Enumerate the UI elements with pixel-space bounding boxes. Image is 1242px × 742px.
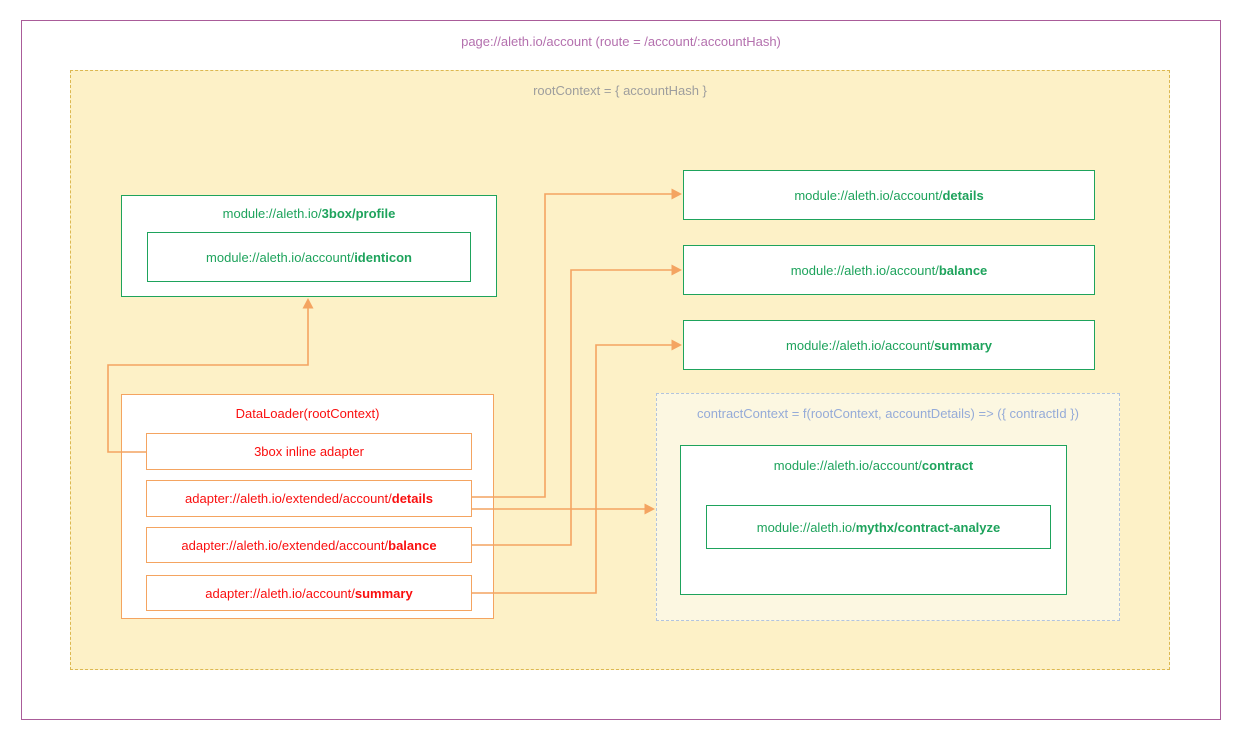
adapter-label: 3box inline adapter (254, 444, 364, 459)
adapter-box-balance: adapter://aleth.io/extended/account/bala… (146, 527, 472, 563)
mythx-module-label: module://aleth.io/mythx/contract-analyze (756, 519, 1001, 535)
summary-module-label: module://aleth.io/account/summary (786, 337, 992, 353)
page-route-title: page://aleth.io/account (route = /accoun… (461, 34, 781, 49)
data-loader-title: DataLoader(rootContext) (235, 406, 380, 421)
root-context-label: rootContext = { accountHash } (533, 83, 707, 98)
adapter-label: adapter://aleth.io/account/summary (205, 585, 413, 601)
adapter-box-details: adapter://aleth.io/extended/account/deta… (146, 480, 472, 517)
details-module-label: module://aleth.io/account/details (794, 187, 984, 203)
details-module-box: module://aleth.io/account/details (683, 170, 1095, 220)
contract-module-label: module://aleth.io/account/contract (773, 458, 974, 473)
adapter-box-3box-inline: 3box inline adapter (146, 433, 472, 470)
identicon-module-label: module://aleth.io/account/identicon (206, 249, 412, 265)
contract-context-label: contractContext = f(rootContext, account… (697, 406, 1079, 421)
adapter-label: adapter://aleth.io/extended/account/deta… (185, 491, 433, 506)
balance-module-box: module://aleth.io/account/balance (683, 245, 1095, 295)
adapter-label: adapter://aleth.io/extended/account/bala… (181, 537, 437, 553)
balance-module-label: module://aleth.io/account/balance (790, 262, 988, 278)
profile-module-label: module://aleth.io/3box/profile (222, 206, 396, 221)
mythx-module-box: module://aleth.io/mythx/contract-analyze (706, 505, 1051, 549)
identicon-module-box: module://aleth.io/account/identicon (147, 232, 471, 282)
summary-module-box: module://aleth.io/account/summary (683, 320, 1095, 370)
adapter-box-summary: adapter://aleth.io/account/summary (146, 575, 472, 611)
